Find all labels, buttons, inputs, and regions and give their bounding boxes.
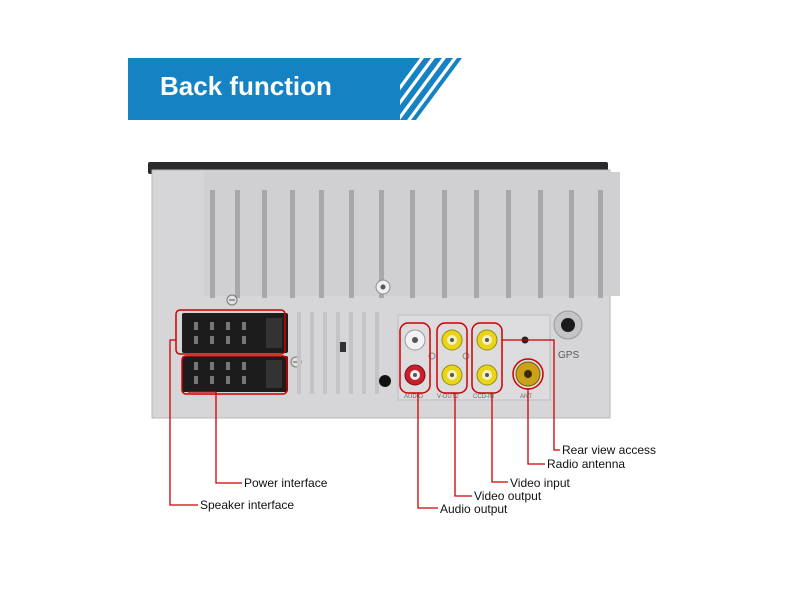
power-connector [182, 313, 288, 353]
screw-top [375, 279, 391, 295]
speaker-connector [182, 356, 288, 392]
banner-title: Back function [160, 71, 332, 101]
title-banner [128, 58, 400, 120]
rca-video-in-bottom [476, 364, 498, 386]
callout-video-output: Video output [474, 489, 542, 503]
callout-rear-view-access: Rear view access [562, 443, 657, 457]
radio-antenna-jack [515, 361, 541, 387]
screw-left [226, 294, 238, 306]
callout-lines [169, 339, 560, 509]
gps-label: GPS [558, 350, 579, 361]
callout-speaker-interface: Speaker interface [200, 498, 295, 512]
panel-screw-left [428, 352, 436, 360]
callout-audio-output: Audio output [440, 502, 508, 516]
rca-panel [397, 314, 551, 401]
rca-video-in-top [476, 329, 498, 351]
rca-video-out-bottom [441, 364, 463, 386]
banner-stripes [352, 58, 462, 120]
gps-port [553, 310, 583, 340]
heatsink-fins [210, 190, 603, 298]
port-label-ccd: CCD-IN [473, 394, 494, 400]
panel-screw-right [462, 352, 470, 360]
callout-power-interface: Power interface [244, 476, 328, 490]
rca-audio-right [404, 364, 426, 386]
rca-video-out-top [441, 329, 463, 351]
mic-jack [379, 375, 391, 387]
small-slot [340, 342, 346, 352]
callout-video-input: Video input [510, 476, 570, 490]
vent-slots [297, 312, 379, 394]
highlight-outlines [175, 309, 544, 395]
callout-radio-antenna: Radio antenna [547, 457, 626, 471]
port-label-ant: ANT [520, 394, 532, 400]
port-label-vout: V-OUT2 [437, 394, 459, 400]
port-label-audio: AUDIO [404, 394, 423, 400]
rca-audio-left [404, 329, 426, 351]
